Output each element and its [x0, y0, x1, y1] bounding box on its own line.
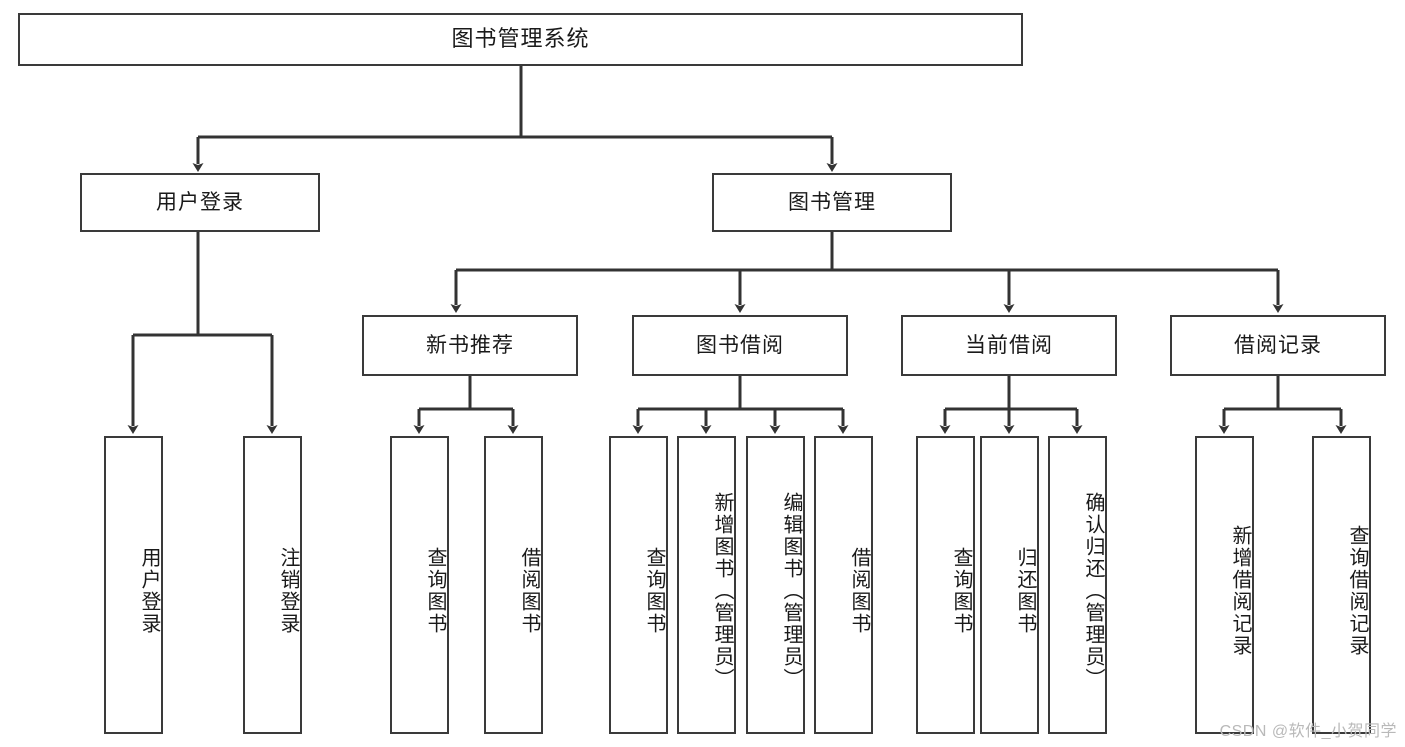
node-label: 图书管理 [788, 190, 876, 214]
node-label: 查询图书 [424, 547, 446, 635]
node-user-login[interactable]: 用户登录 [80, 173, 320, 232]
node-book-borrow[interactable]: 图书借阅 [632, 315, 848, 376]
node-label: 新增图书（管理员） [711, 492, 733, 690]
node-current-borrow[interactable]: 当前借阅 [901, 315, 1117, 376]
leaf-logout-login[interactable]: 注销登录 [243, 436, 302, 734]
node-label: 借阅记录 [1234, 333, 1322, 357]
node-label: 图书管理系统 [451, 26, 590, 52]
node-label: 用户登录 [138, 547, 160, 635]
leaf-user-login[interactable]: 用户登录 [104, 436, 163, 734]
leaf-borrow-book[interactable]: 借阅图书 [814, 436, 873, 734]
watermark: CSDN @软件_小贺同学 [1219, 723, 1397, 740]
node-label: 查询图书 [643, 547, 665, 635]
leaf-add-borrow-record[interactable]: 新增借阅记录 [1195, 436, 1254, 734]
leaf-return-book[interactable]: 归还图书 [980, 436, 1039, 734]
node-label: 归还图书 [1014, 547, 1036, 635]
leaf-edit-book-admin[interactable]: 编辑图书（管理员） [746, 436, 805, 734]
node-label: 确认归还（管理员） [1082, 492, 1104, 690]
node-label: 查询图书 [950, 547, 972, 635]
node-book-management[interactable]: 图书管理 [712, 173, 952, 232]
leaf-query-book-recommend[interactable]: 查询图书 [390, 436, 449, 734]
node-label: 用户登录 [156, 190, 244, 214]
node-new-book-recommend[interactable]: 新书推荐 [362, 315, 578, 376]
node-label: 借阅图书 [848, 547, 870, 635]
leaf-borrow-book-recommend[interactable]: 借阅图书 [484, 436, 543, 734]
leaf-add-book-admin[interactable]: 新增图书（管理员） [677, 436, 736, 734]
leaf-confirm-return-admin[interactable]: 确认归还（管理员） [1048, 436, 1107, 734]
node-label: 查询借阅记录 [1346, 525, 1368, 657]
leaf-query-book-current[interactable]: 查询图书 [916, 436, 975, 734]
leaf-query-book-borrow[interactable]: 查询图书 [609, 436, 668, 734]
node-label: 新书推荐 [426, 333, 514, 357]
node-borrow-record[interactable]: 借阅记录 [1170, 315, 1386, 376]
node-label: 新增借阅记录 [1229, 525, 1251, 657]
leaf-query-borrow-record[interactable]: 查询借阅记录 [1312, 436, 1371, 734]
node-label: 借阅图书 [518, 547, 540, 635]
node-label: 图书借阅 [696, 333, 784, 357]
node-label: 编辑图书（管理员） [780, 492, 802, 690]
node-label: 注销登录 [277, 547, 299, 635]
node-label: 当前借阅 [965, 333, 1053, 357]
node-root-system[interactable]: 图书管理系统 [18, 13, 1023, 66]
